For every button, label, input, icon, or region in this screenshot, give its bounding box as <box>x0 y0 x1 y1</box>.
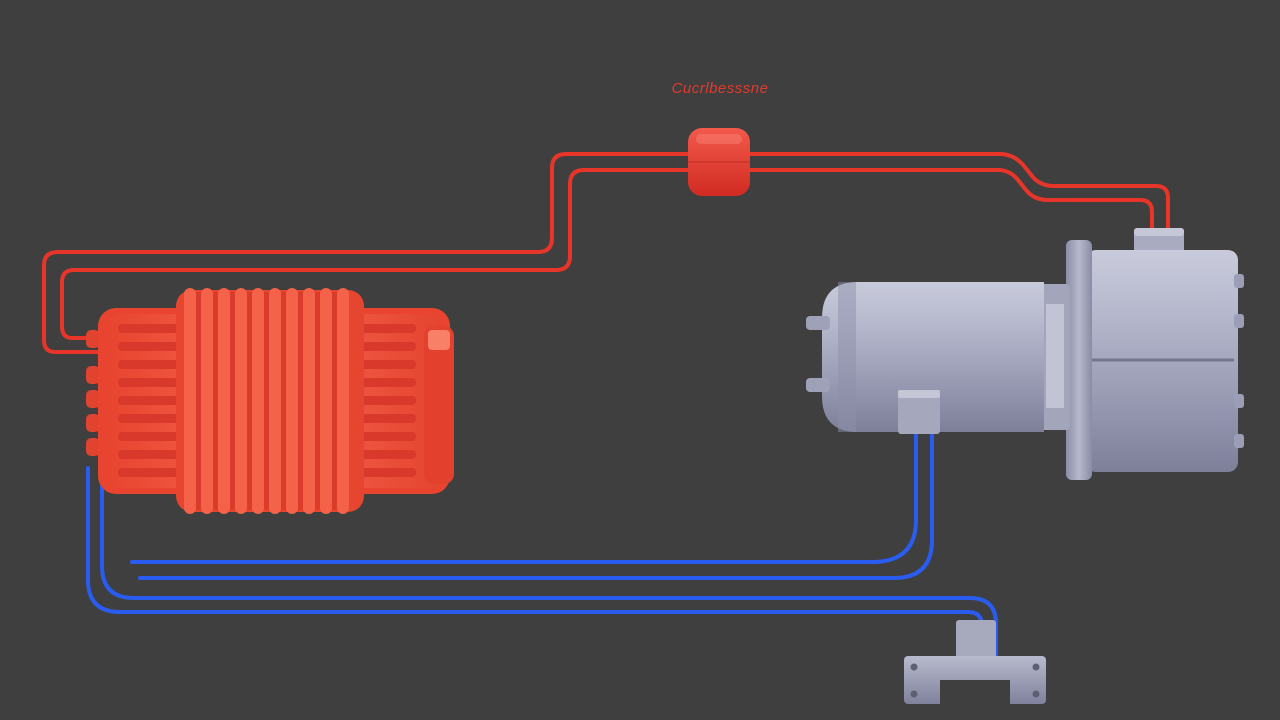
compressor-unit <box>806 228 1244 480</box>
cold-suction-line <box>86 426 998 662</box>
hot-discharge-line <box>42 152 1170 354</box>
inline-valve <box>688 128 750 196</box>
condenser-coil <box>86 288 454 514</box>
diagram-top-label: Cucrlbesssne <box>671 80 769 97</box>
expansion-bracket <box>904 620 1046 704</box>
